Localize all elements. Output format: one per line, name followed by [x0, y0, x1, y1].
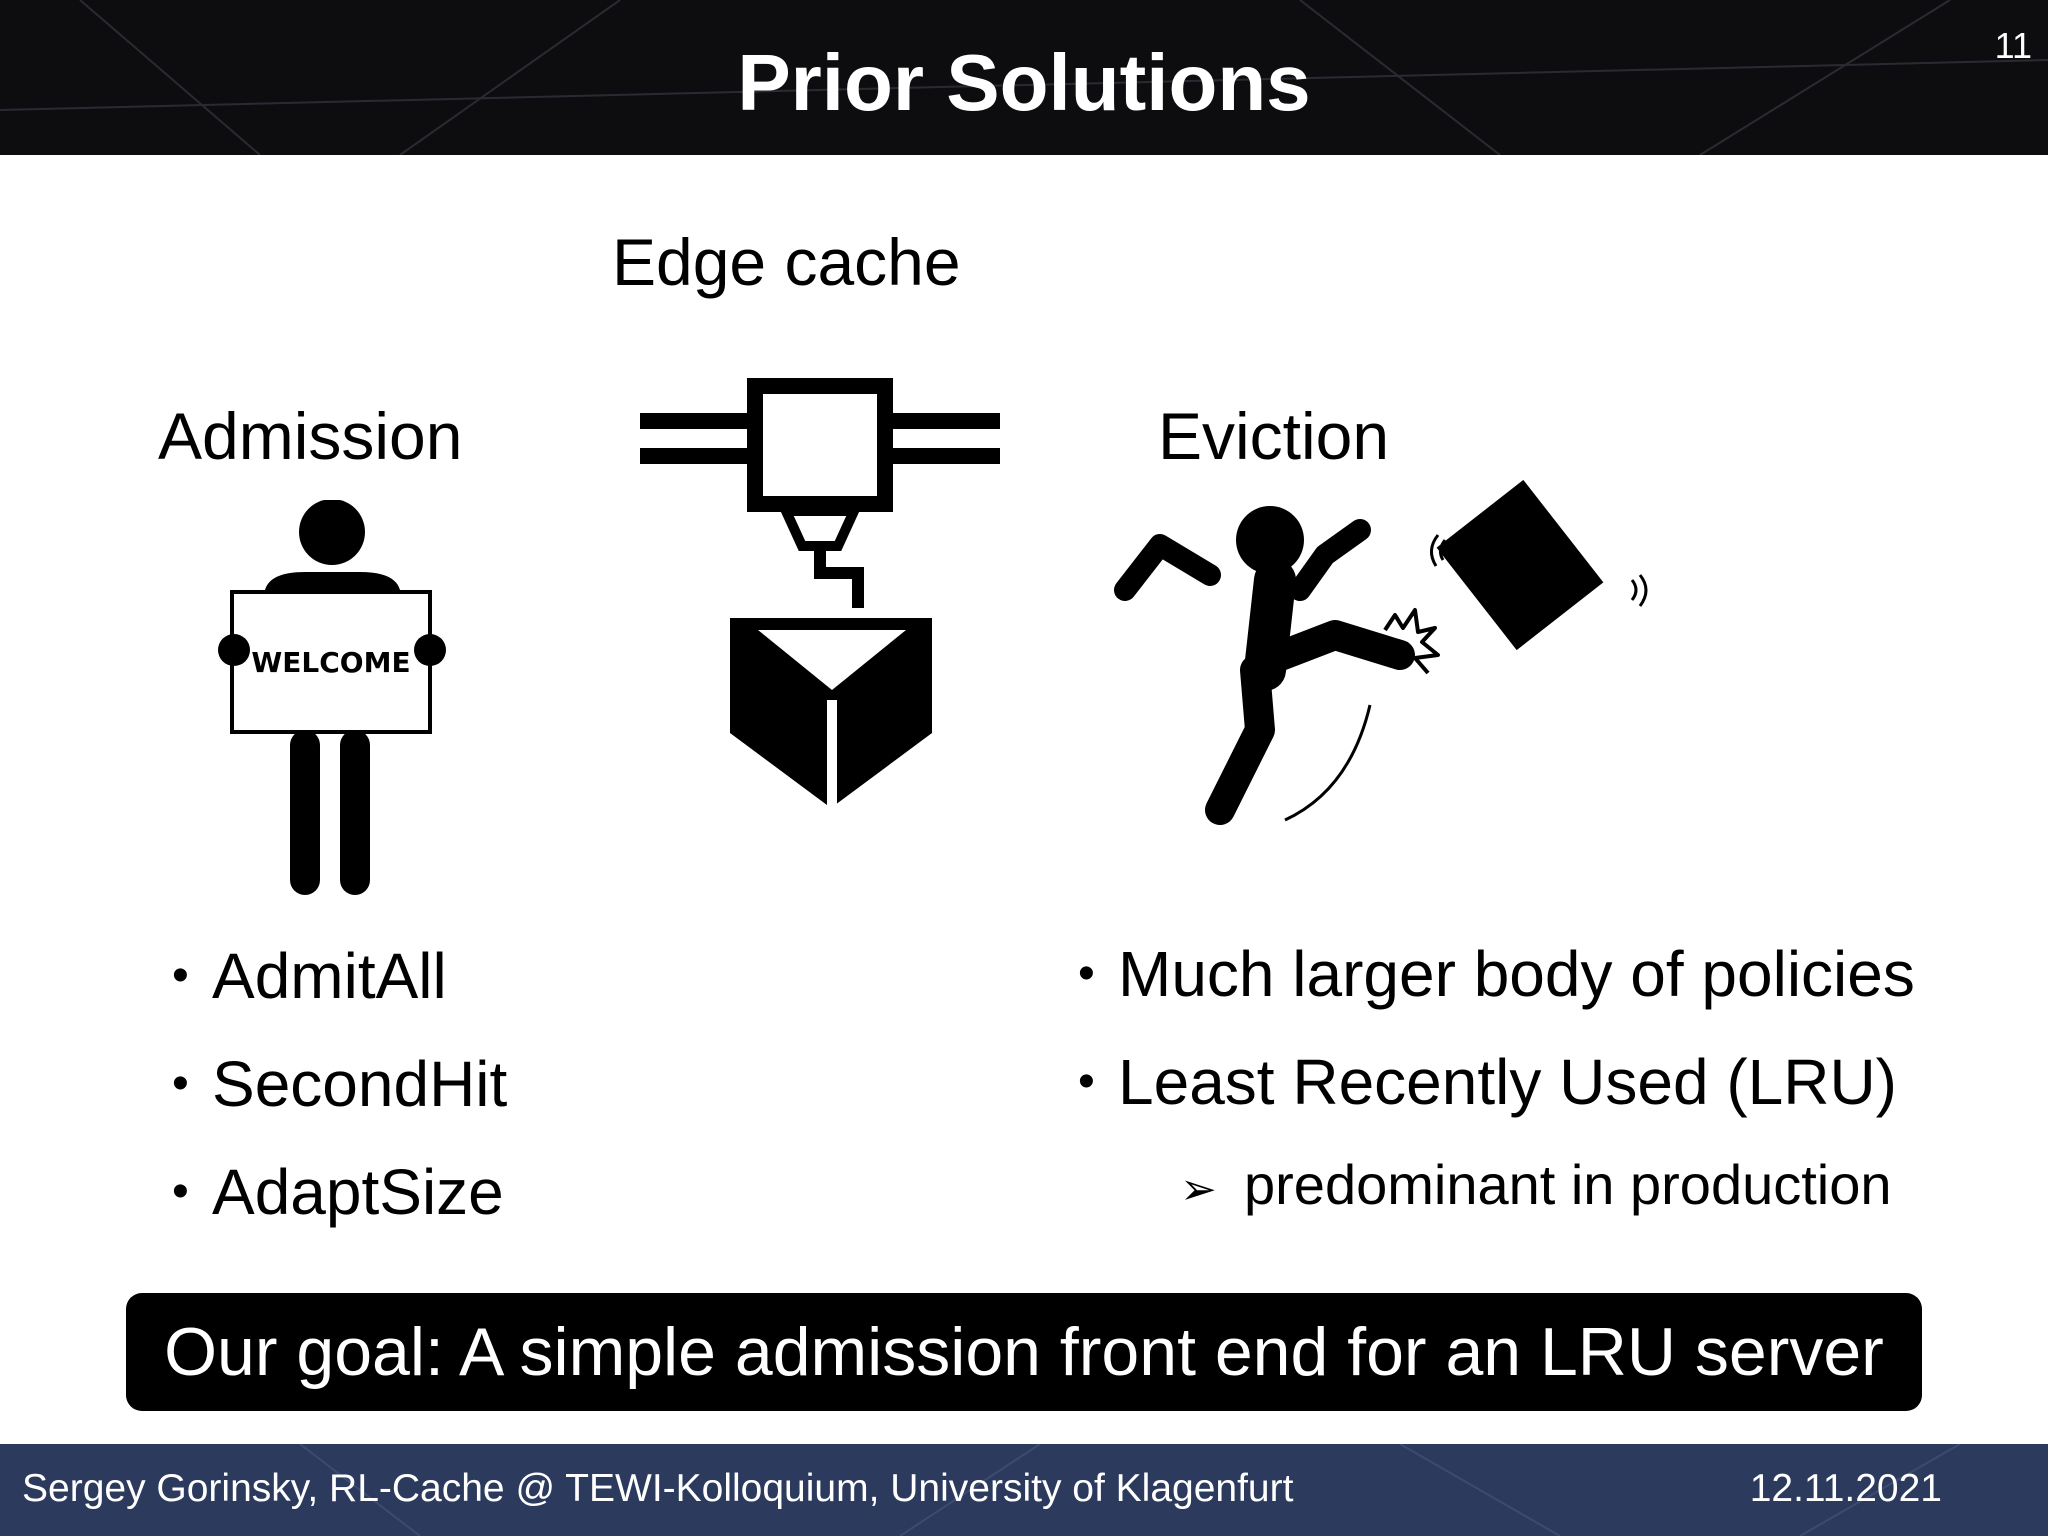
welcome-sign-text: WELCOME [251, 646, 410, 679]
list-item: •Much larger body of policies [1078, 920, 1915, 1028]
eviction-sub-item: ➢predominant in production [1180, 1153, 1892, 1222]
bullet-icon: • [172, 1057, 189, 1110]
slide-footer: Sergey Gorinsky, RL-Cache @ TEWI-Kolloqu… [0, 1444, 2048, 1536]
footer-background-pattern [299, 1444, 1961, 1536]
goal-banner: Our goal: A simple admission front end f… [126, 1293, 1922, 1411]
cache-machine-icon [640, 378, 1000, 812]
footer-author-event: Sergey Gorinsky, RL-Cache @ TEWI-Kolloqu… [22, 1467, 1294, 1510]
slide-header: Prior Solutions 11 [0, 0, 2048, 155]
list-item: •SecondHit [172, 1030, 507, 1138]
slide-number: 11 [1994, 25, 2032, 66]
list-item: •AdaptSize [172, 1138, 507, 1246]
footer-date: 12.11.2021 [1749, 1467, 1942, 1510]
slide-title: Prior Solutions [737, 38, 1311, 127]
admission-label: Admission [158, 399, 463, 473]
welcome-person-icon: WELCOME [218, 500, 446, 895]
bullet-icon: • [1078, 1055, 1095, 1108]
eviction-label: Eviction [1158, 399, 1390, 473]
list-item: •Least Recently Used (LRU) [1078, 1028, 1915, 1136]
arrowhead-bullet-icon: ➢ [1180, 1165, 1217, 1214]
bullet-icon: • [1078, 947, 1095, 1000]
edge-cache-label: Edge cache [612, 225, 961, 299]
header-background-pattern [0, 0, 2048, 155]
eviction-policy-list: •Much larger body of policies •Least Rec… [1078, 920, 1915, 1136]
list-item: •AdmitAll [172, 922, 507, 1030]
bullet-icon: • [172, 949, 189, 1002]
kicking-person-icon [1114, 480, 1648, 825]
admission-policy-list: •AdmitAll •SecondHit •AdaptSize [172, 922, 507, 1246]
bullet-icon: • [172, 1165, 189, 1218]
